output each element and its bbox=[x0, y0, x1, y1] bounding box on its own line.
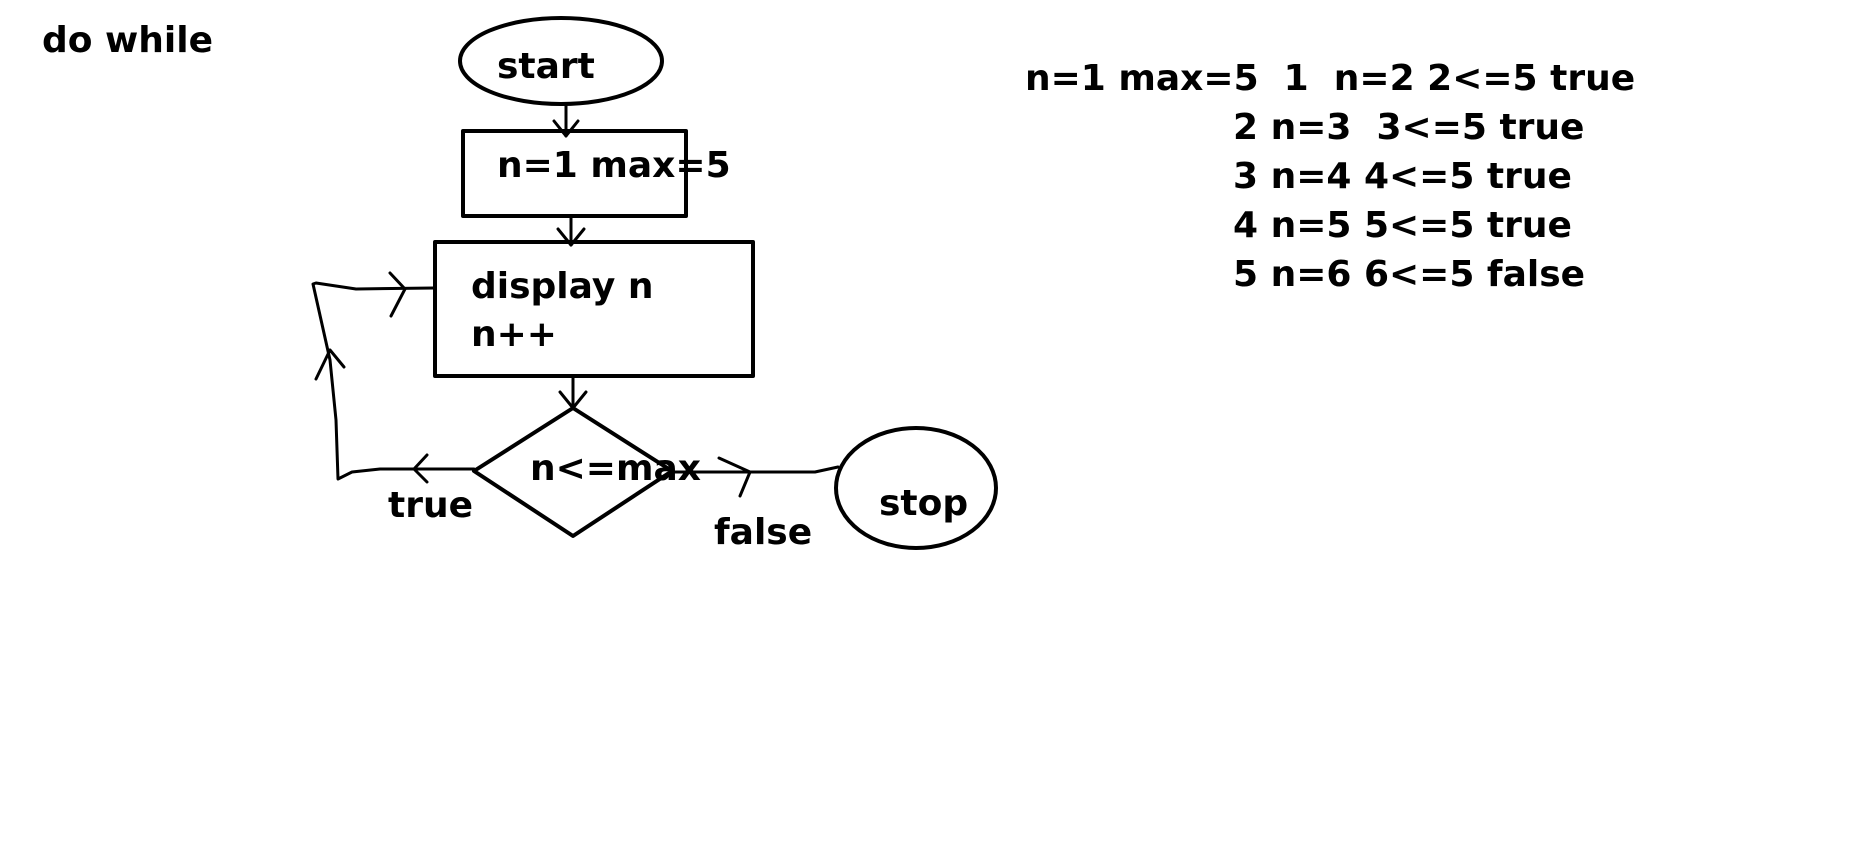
loop-back-line bbox=[311, 281, 476, 481]
false-label: false bbox=[714, 512, 812, 553]
trace-line-1: n=1 max=5 1 n=2 2<=5 true bbox=[1025, 58, 1636, 99]
trace-line-5: 5 n=6 6<=5 false bbox=[1233, 254, 1586, 295]
start-terminator: start bbox=[458, 16, 664, 106]
trace-line-4: 4 n=5 5<=5 true bbox=[1233, 205, 1572, 246]
trace-line-3: 3 n=4 4<=5 true bbox=[1233, 156, 1572, 197]
arrowhead bbox=[552, 119, 580, 138]
diamond-shape bbox=[472, 406, 674, 538]
loop-right-arrowhead bbox=[388, 271, 407, 318]
decision-diamond: n<=max bbox=[472, 406, 701, 538]
true-label: true bbox=[388, 485, 473, 526]
false-arrowhead bbox=[717, 456, 752, 498]
stop-label: stop bbox=[879, 483, 968, 524]
init-label: n=1 max=5 bbox=[497, 145, 731, 186]
arrow-body-to-decision bbox=[558, 374, 588, 410]
condition-label: n<=max bbox=[530, 448, 701, 489]
body-rect bbox=[433, 240, 755, 378]
init-process-box: n=1 max=5 bbox=[461, 129, 731, 218]
start-ellipse bbox=[458, 16, 664, 106]
body-line-2: n++ bbox=[471, 314, 557, 355]
trace-line-2: 2 n=3 3<=5 true bbox=[1233, 107, 1585, 148]
false-line bbox=[670, 465, 840, 474]
start-label: start bbox=[497, 46, 595, 87]
loop-body-box: display n n++ bbox=[433, 240, 755, 378]
true-arrowhead bbox=[412, 453, 429, 484]
arrowhead bbox=[556, 227, 586, 247]
stop-terminator: stop bbox=[834, 426, 998, 550]
init-rect bbox=[461, 129, 688, 218]
stop-ellipse bbox=[834, 426, 998, 550]
loop-up-arrowhead bbox=[314, 348, 346, 381]
true-loop-back-path bbox=[311, 271, 476, 484]
false-path bbox=[670, 456, 840, 498]
page-title: do while bbox=[42, 20, 213, 61]
body-line-1: display n bbox=[471, 266, 653, 307]
